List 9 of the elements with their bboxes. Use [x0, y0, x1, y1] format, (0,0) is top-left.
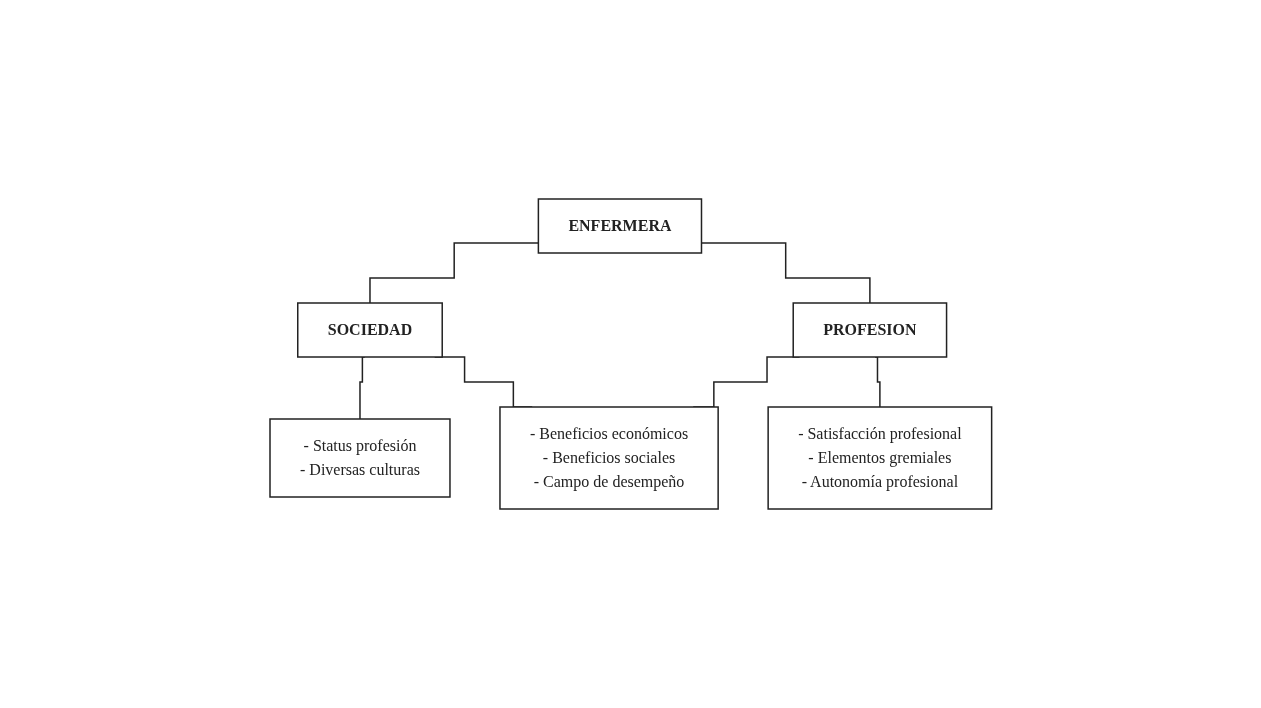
node-box: SOCIEDAD	[296, 302, 443, 358]
node-box: - Beneficios económicos - Beneficios sociales - Campo de desempeño	[498, 406, 719, 510]
node-box: - Status profesión - Diversas culturas	[268, 418, 451, 498]
connector	[368, 242, 539, 304]
node-box: ENFERMERA	[537, 198, 702, 254]
node-box: PROFESION	[792, 302, 947, 358]
connector	[874, 356, 881, 408]
connector	[358, 356, 366, 420]
node-box: - Satisfacción profesional - Elementos gremiales - Autonomía profesional	[767, 406, 993, 510]
